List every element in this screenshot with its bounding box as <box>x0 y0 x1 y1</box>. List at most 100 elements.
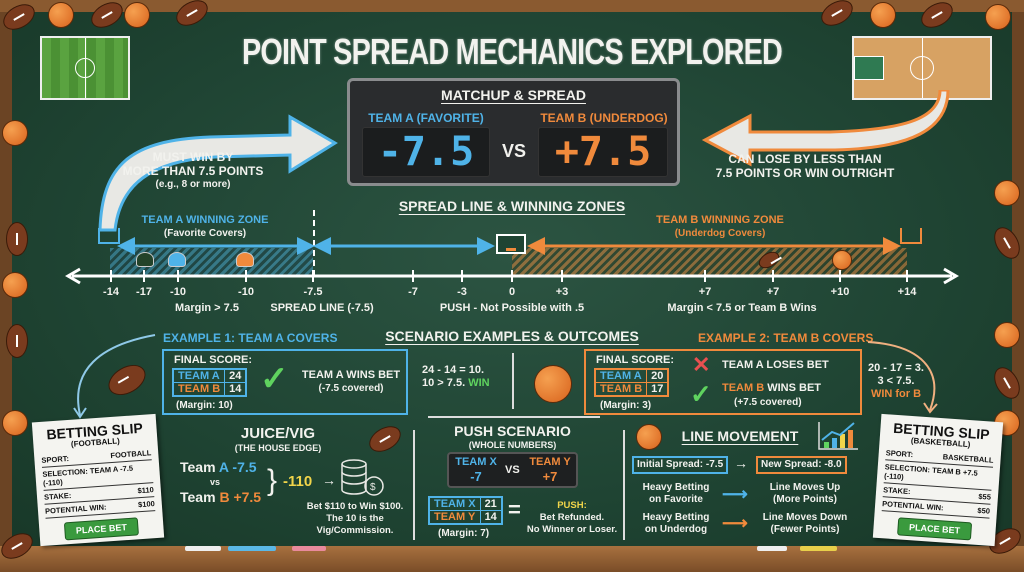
scoreboard-heading: MATCHUP & SPREAD <box>441 87 586 103</box>
team-name: TEAM A <box>172 368 226 383</box>
orange-curved-arrow-icon <box>701 90 950 167</box>
zone-b-title: TEAM B WINNING ZONE <box>656 214 784 226</box>
divider <box>428 416 600 418</box>
place-bet-button[interactable]: PLACE BET <box>897 517 972 541</box>
scenarios-heading: SCENARIO EXAMPLES & OUTCOMES <box>385 328 639 344</box>
win-label: WIN <box>468 377 490 389</box>
slip-label: POTENTIAL WIN: <box>44 502 107 516</box>
tick-label: +7 <box>698 286 712 298</box>
wood-frame-top <box>0 0 1024 12</box>
tick-mark <box>143 270 145 282</box>
tick-label: -10 <box>170 286 186 298</box>
final-score-label: FINAL SCORE: <box>174 354 253 366</box>
result-label: TEAM A WINS BET <box>301 369 401 381</box>
basketball-icon <box>124 2 150 28</box>
calc-line: 10 > 7.5. <box>422 377 466 389</box>
tick-label: -10 <box>238 286 254 298</box>
team-b-spread: +7.5 <box>538 127 668 177</box>
score: 24 <box>224 368 247 383</box>
white-chalk <box>185 546 221 551</box>
push-line: Bet Refunded. <box>539 512 605 523</box>
push-margin: (Margin: 7) <box>438 528 490 539</box>
chalk-tray <box>0 546 1024 572</box>
example-1-label: EXAMPLE 1: TEAM A COVERS <box>163 331 338 345</box>
slip-label: POTENTIAL WIN: <box>881 499 944 513</box>
page-title: POINT SPREAD MECHANICS EXPLORED <box>241 31 783 72</box>
calc-line: 24 - 14 = 10. <box>422 364 485 376</box>
orange-arrow-icon: ⟶ <box>722 513 748 533</box>
underdog-note-line: CAN LOSE BY LESS THAN <box>728 152 882 166</box>
result-sublabel: (-7.5 covered) <box>318 383 384 394</box>
arrow-icon: → <box>734 455 748 471</box>
push-scoreboard: TEAM X-7 VS TEAM Y+7 <box>447 452 578 488</box>
tick-label: -3 <box>457 286 467 298</box>
place-bet-button[interactable]: PLACE BET <box>64 517 139 541</box>
basketball-icon <box>2 272 28 298</box>
basketball-icon <box>994 180 1020 206</box>
tick-label: +10 <box>830 286 850 298</box>
underdog-effect: Line Moves Down(Fewer Points) <box>760 512 850 536</box>
betting-slip-football: BETTING SLIP (FOOTBALL) SPORT:FOOTBALL S… <box>31 413 165 547</box>
calc-line: 20 - 17 = 3. <box>868 362 924 374</box>
check-icon: ✓ <box>260 360 289 398</box>
underdog-note-line: 7.5 POINTS OR WIN OUTRIGHT <box>715 166 895 180</box>
team-b-label: TEAM B (UNDERDOG) <box>540 111 668 125</box>
basketball-icon <box>2 120 28 146</box>
matchup-scoreboard: MATCHUP & SPREAD TEAM A (FAVORITE) -7.5 … <box>347 78 680 186</box>
team-name: TEAM B <box>722 382 765 394</box>
basketball-icon <box>832 250 852 270</box>
margin-label: (Margin: 3) <box>600 400 652 411</box>
juice-note: Bet $110 to Win $100. The 10 is the Vig/… <box>300 501 410 537</box>
tick-label: -17 <box>136 286 152 298</box>
slip-value: FOOTBALL <box>110 448 152 461</box>
slip-value: $100 <box>137 499 156 510</box>
tick-mark <box>245 270 247 282</box>
basketball-icon <box>994 322 1020 348</box>
svg-text:$: $ <box>370 482 376 493</box>
basketball-court-icon <box>852 36 992 100</box>
check-icon: ✓ <box>690 379 712 409</box>
effect-line: Line Moves Down <box>762 512 848 523</box>
spread: +7.5 <box>233 489 262 505</box>
team-a-label: TEAM A (FAVORITE) <box>368 111 484 125</box>
tick-mark <box>906 270 908 282</box>
zone-a-title: TEAM A WINNING ZONE <box>141 214 269 226</box>
slip-value: $50 <box>977 505 991 516</box>
coin-stack-icon: $ <box>341 459 384 496</box>
favorite-note-line: MORE THAN 7.5 POINTS <box>122 164 264 178</box>
team-letter: A <box>218 459 229 475</box>
final-score-label: FINAL SCORE: <box>596 354 675 366</box>
pink-chalk <box>292 546 326 551</box>
cause-line: Heavy Betting <box>642 512 710 523</box>
push-line: No Winner or Loser. <box>526 524 618 535</box>
tick-mark <box>412 270 414 282</box>
tick-label: +3 <box>555 286 569 298</box>
yellow-chalk <box>800 546 837 551</box>
zone-b-subtitle: (Underdog Covers) <box>674 228 766 239</box>
cause-line: on Favorite <box>649 494 703 505</box>
slip-value: $110 <box>137 485 155 496</box>
effect-line: (Fewer Points) <box>770 524 840 535</box>
soccer-field-icon <box>40 36 130 100</box>
basketball-icon <box>636 424 662 450</box>
juice-team-b: Team B +7.5 <box>180 489 261 505</box>
calc-line: 3 < 7.5. <box>877 375 915 387</box>
cause-line: Heavy Betting <box>642 482 710 493</box>
effect-line: (More Points) <box>773 494 837 505</box>
win-text: WINS BET <box>764 382 822 394</box>
score: 20 <box>646 368 669 383</box>
brace-icon: } <box>267 464 278 497</box>
tick-mark <box>177 270 179 282</box>
white-chalk <box>757 546 787 551</box>
team-name: TEAM X <box>428 496 481 511</box>
margin-b-note: Margin < 7.5 or Team B Wins <box>667 302 817 314</box>
new-spread-box: New Spread: -8.0 <box>756 456 847 474</box>
tick-mark <box>704 270 706 282</box>
juice-note-line: Vig/Commission. <box>316 525 394 536</box>
tick-mark <box>772 270 774 282</box>
blue-arrow-icon: ⟶ <box>722 484 748 504</box>
goalpost-icon <box>900 228 922 244</box>
